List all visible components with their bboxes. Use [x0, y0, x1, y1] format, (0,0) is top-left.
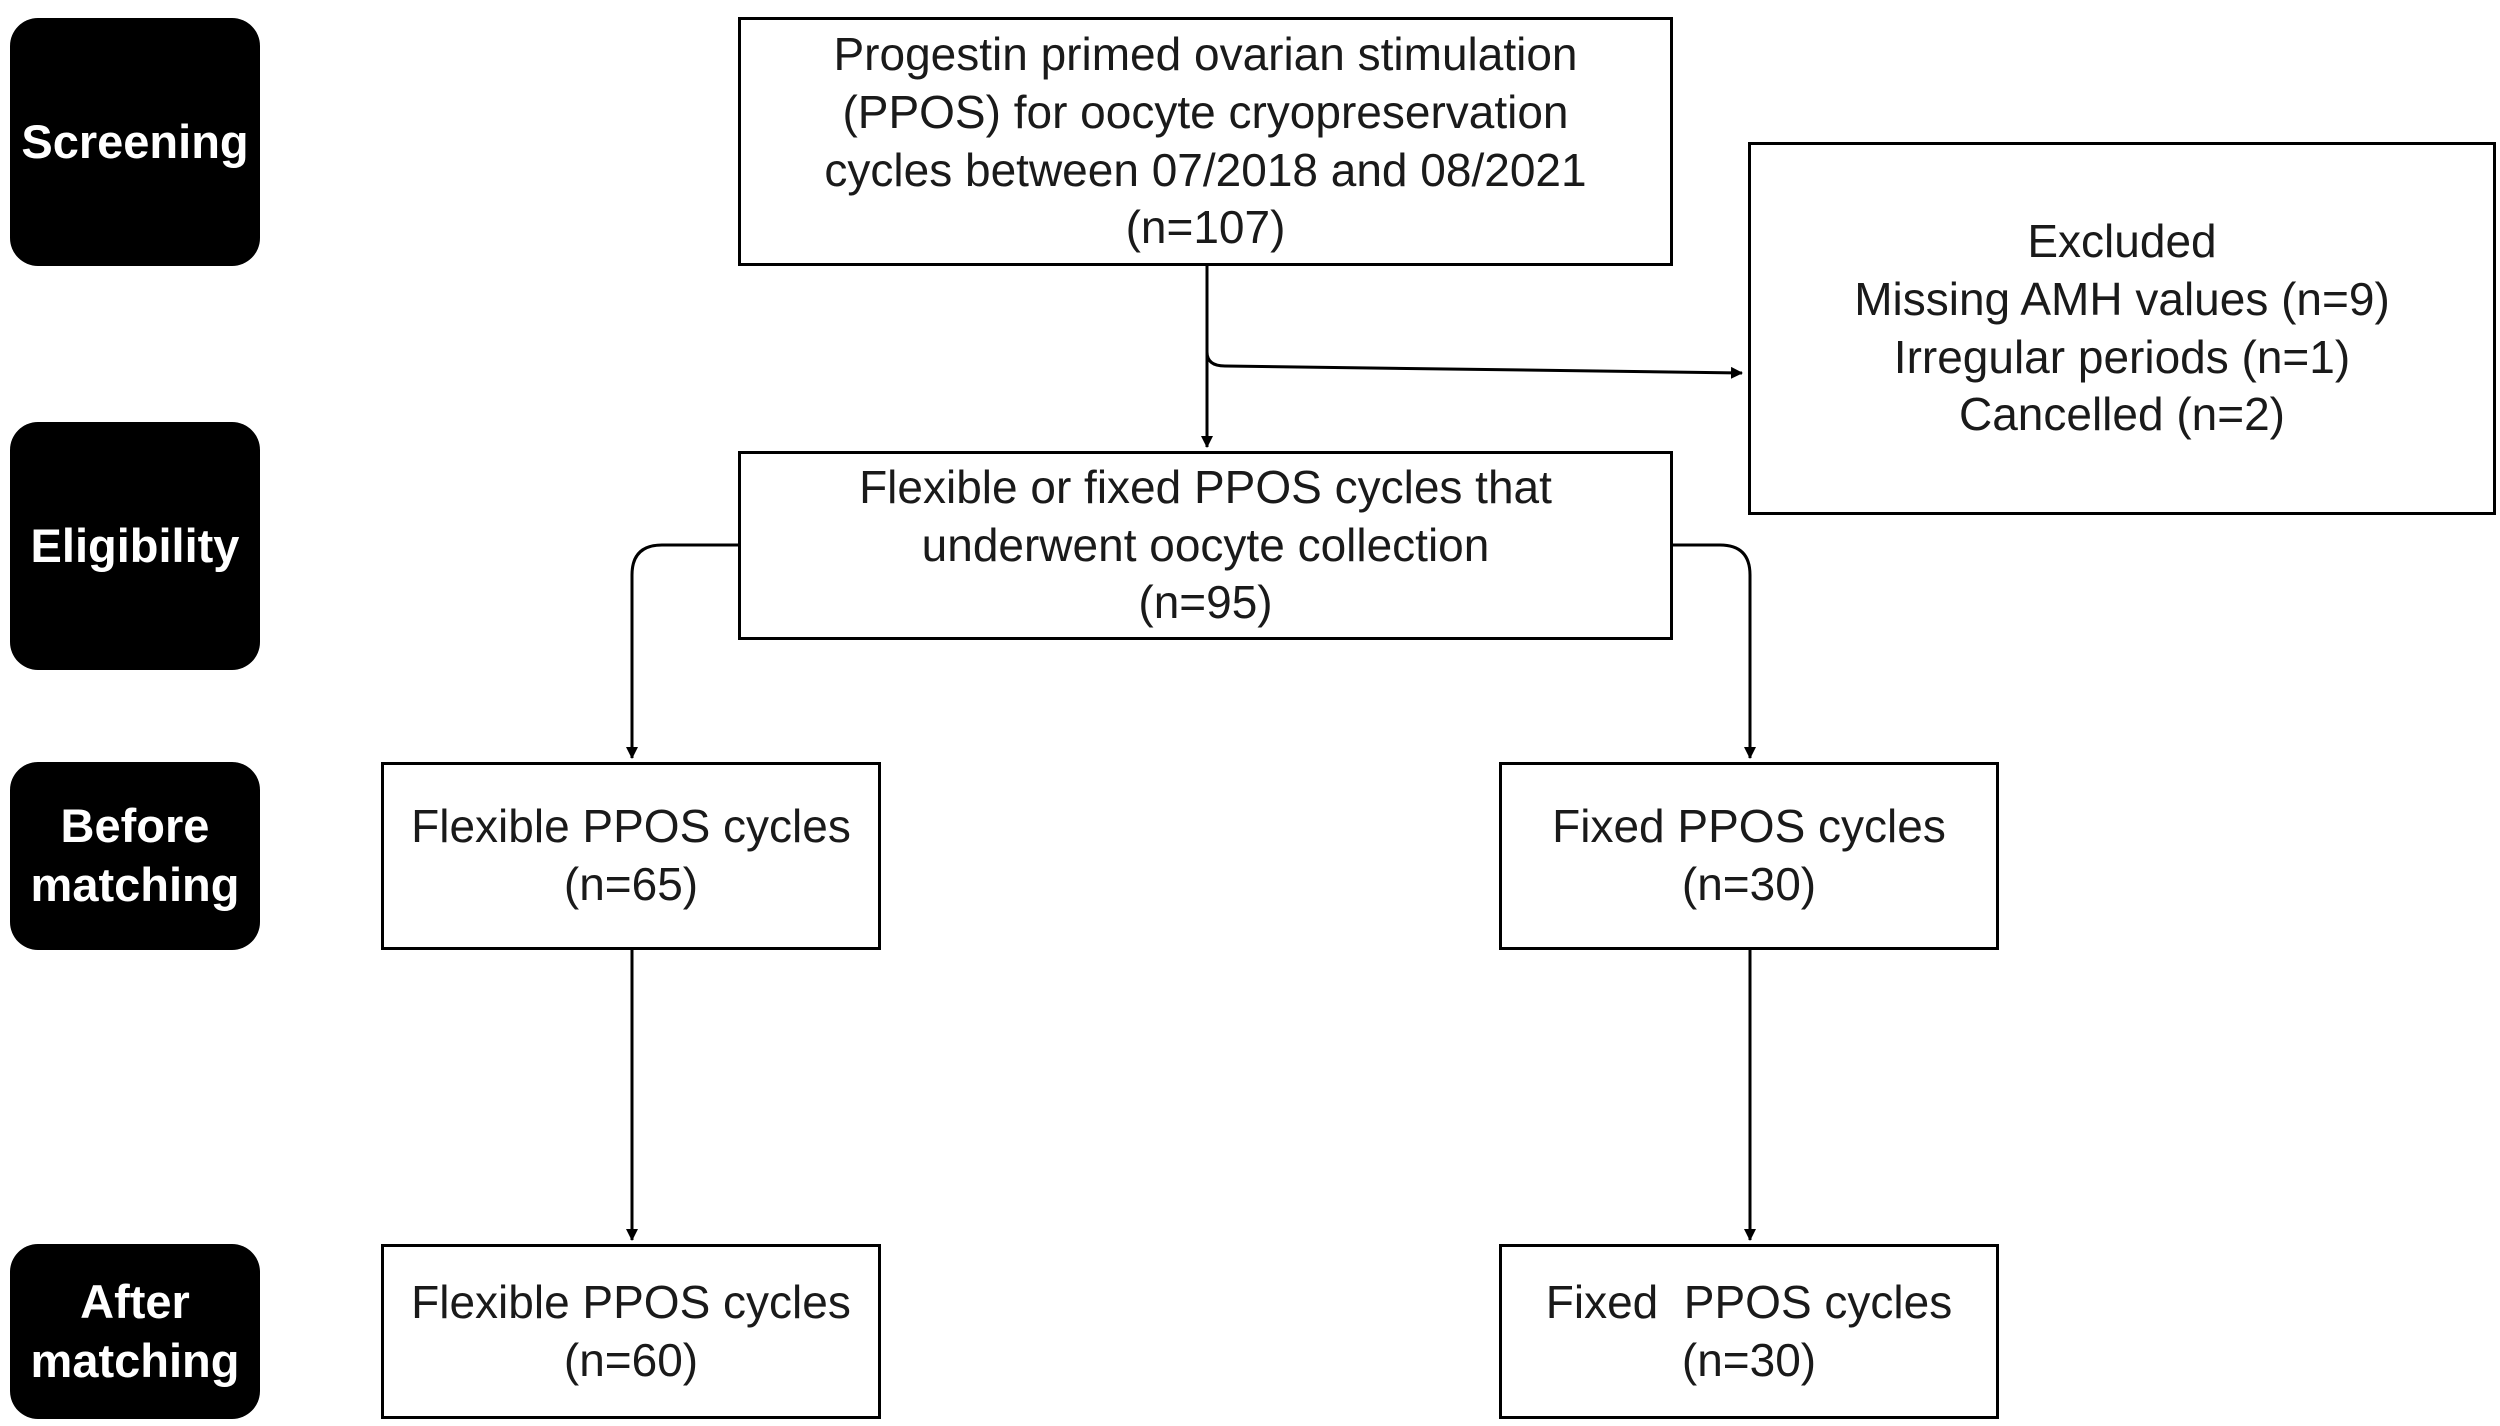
stage-label-before-matching: Before matching [10, 762, 260, 950]
box-fixed-before: Fixed PPOS cycles (n=30) [1499, 762, 1999, 950]
box-excluded-line-3: Irregular periods (n=1) [1893, 330, 2351, 383]
box-ppos-total-line-1: Progestin primed ovarian stimulation [833, 27, 1578, 80]
box-excluded-line-2: Missing AMH values (n=9) [1854, 272, 2390, 325]
box-flexible-after-line-1: Flexible PPOS cycles [411, 1275, 851, 1328]
box-fixed-after: Fixed PPOS cycles (n=30) [1499, 1244, 1999, 1419]
box-ppos-total: Progestin primed ovarian stimulation (PP… [738, 17, 1673, 266]
stage-label-screening: Screening [10, 18, 260, 266]
box-ppos-total-line-3: cycles between 07/2018 and 08/2021 [824, 143, 1587, 196]
box-excluded-line-1: Excluded [2027, 214, 2217, 267]
stage-label-after-matching: After matching [10, 1244, 260, 1419]
arrow-to-fixed-before [1672, 543, 1756, 759]
box-flexible-before-line-2: (n=65) [563, 858, 699, 910]
box-excluded: Excluded Missing AMH values (n=9) Irregu… [1748, 142, 2496, 515]
box-eligible: Flexible or fixed PPOS cycles that under… [738, 451, 1673, 640]
box-flexible-after: Flexible PPOS cycles (n=60) [381, 1244, 881, 1419]
box-fixed-after-line-1: Fixed PPOS cycles [1545, 1275, 1953, 1328]
box-flexible-before: Flexible PPOS cycles (n=65) [381, 762, 881, 950]
box-eligible-line-1: Flexible or fixed PPOS cycles that [859, 460, 1552, 513]
box-fixed-after-line-2: (n=30) [1681, 1333, 1817, 1386]
box-eligible-line-3: (n=95) [1138, 576, 1273, 629]
box-flexible-after-line-2: (n=60) [563, 1333, 699, 1386]
arrow-to-excluded [1205, 351, 1743, 379]
box-ppos-total-line-4: (n=107) [1125, 201, 1286, 254]
stage-label-eligibility: Eligibility [10, 422, 260, 670]
arrow-to-flexible-before [626, 543, 738, 759]
box-excluded-line-4: Cancelled (n=2) [1958, 388, 2286, 441]
box-eligible-line-2: underwent oocyte collection [921, 518, 1490, 571]
box-fixed-before-line-2: (n=30) [1681, 858, 1817, 910]
box-flexible-before-line-1: Flexible PPOS cycles [411, 800, 851, 853]
box-ppos-total-line-2: (PPOS) for oocyte cryopreservation [842, 85, 1569, 138]
box-fixed-before-line-1: Fixed PPOS cycles [1552, 800, 1946, 853]
